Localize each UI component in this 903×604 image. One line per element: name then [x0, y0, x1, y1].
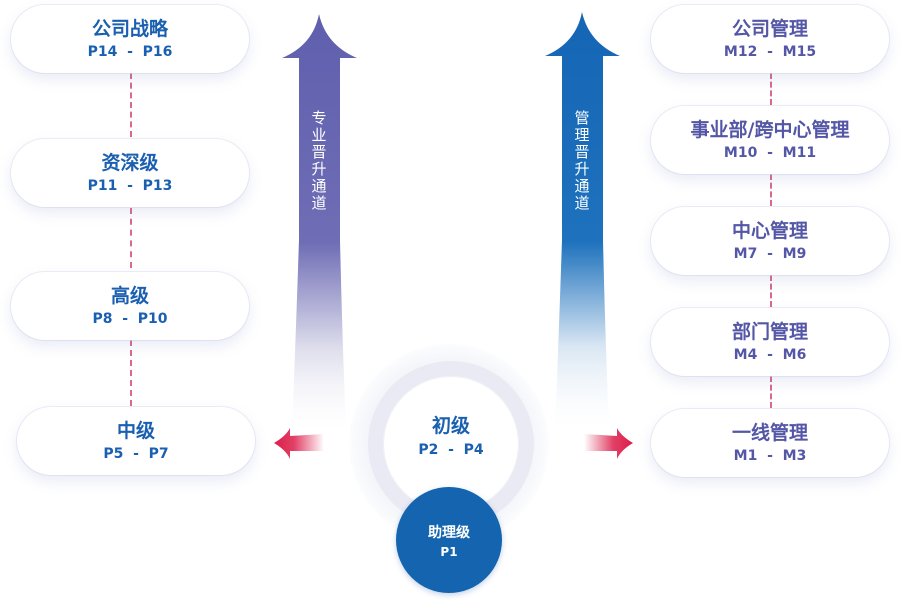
- level-title: 公司管理: [731, 17, 808, 40]
- connector-line: [130, 340, 132, 406]
- connector-line: [770, 174, 772, 206]
- level-title: 公司战略: [91, 17, 168, 40]
- level-range: M10 - M11: [723, 144, 817, 161]
- professional-level-senior-expert: 资深级 P11 - P13: [11, 139, 249, 207]
- management-level-company: 公司管理 M12 - M15: [651, 5, 889, 73]
- level-range: M12 - M15: [723, 43, 817, 60]
- level-title: 资深级: [101, 151, 159, 174]
- branch-arrow-left: [274, 428, 324, 459]
- level-title: 中级: [116, 419, 155, 442]
- connector-line: [130, 208, 132, 268]
- management-level-division: 事业部/跨中心管理 M10 - M11: [651, 106, 889, 174]
- entry-level-range: P2 - P4: [418, 442, 484, 458]
- connector-line: [130, 73, 132, 137]
- level-range: P8 - P10: [92, 310, 168, 327]
- level-title: 一线管理: [731, 421, 808, 444]
- level-title: 事业部/跨中心管理: [690, 118, 850, 141]
- level-title: 高级: [110, 284, 149, 307]
- professional-track-label: 专业晋升通道: [311, 109, 327, 212]
- level-range: P14 - P16: [87, 43, 173, 60]
- management-track-arrow: [545, 12, 620, 430]
- connector-line: [770, 376, 772, 408]
- level-title: 部门管理: [731, 320, 808, 343]
- assistant-level-circle: 助理级 P1: [396, 487, 502, 593]
- level-title: 中心管理: [731, 219, 808, 242]
- level-range: P5 - P7: [103, 445, 169, 462]
- management-level-center: 中心管理 M7 - M9: [651, 207, 889, 275]
- management-level-frontline: 一线管理 M1 - M3: [651, 409, 889, 477]
- professional-level-senior: 高级 P8 - P10: [11, 272, 249, 340]
- professional-level-intermediate: 中级 P5 - P7: [17, 407, 255, 475]
- professional-level-company-strategy: 公司战略 P14 - P16: [11, 5, 249, 73]
- level-range: M7 - M9: [733, 245, 807, 262]
- assistant-level-title: 助理级: [428, 525, 470, 541]
- entry-level-title: 初级: [431, 415, 470, 437]
- branch-arrow-right: [584, 428, 633, 459]
- level-range: P11 - P13: [87, 177, 173, 194]
- assistant-level-range: P1: [440, 545, 458, 559]
- management-level-department: 部门管理 M4 - M6: [651, 308, 889, 376]
- level-range: M1 - M3: [733, 447, 807, 464]
- connector-line: [770, 275, 772, 307]
- level-range: M4 - M6: [733, 346, 807, 363]
- connector-line: [770, 73, 772, 105]
- professional-track-arrow: [282, 14, 357, 430]
- management-track-label: 管理晋升通道: [574, 109, 590, 212]
